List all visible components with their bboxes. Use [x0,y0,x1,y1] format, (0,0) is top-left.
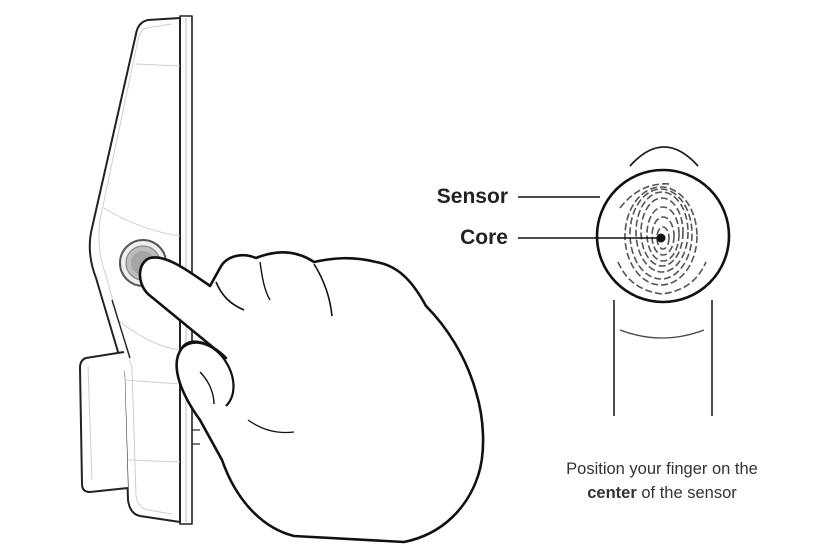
sensor-label: Sensor [437,185,508,208]
caption-line-2: center of the sensor [587,484,737,502]
caption-line-1: Position your finger on the [566,460,758,478]
label-core: Core [460,226,657,249]
core-label: Core [460,226,508,249]
fingerprint-icon [617,183,707,295]
pointing-hand [138,251,485,544]
caption-rest: of the sensor [637,484,737,502]
finger-closeup [613,146,713,416]
caption-bold-word: center [587,484,637,502]
sensor-closeup [595,168,731,304]
hand-outline [138,251,485,544]
caption: Position your finger on the center of th… [566,460,758,502]
label-sensor: Sensor [437,185,600,208]
core-dot [656,233,666,243]
lock-handle-block [79,351,129,493]
